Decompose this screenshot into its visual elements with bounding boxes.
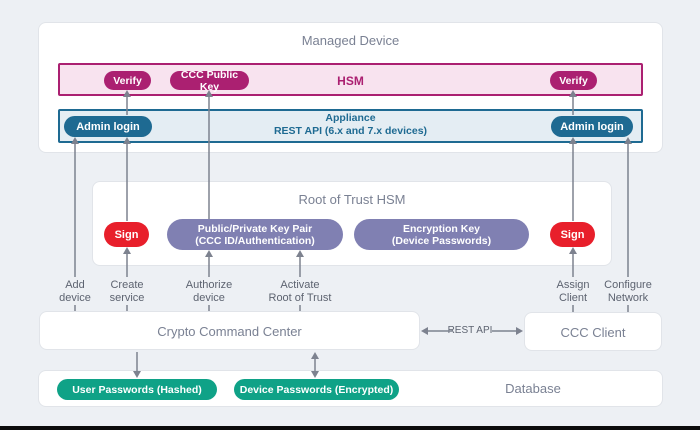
device-passwords-pill: Device Passwords (Encrypted) bbox=[234, 379, 399, 400]
verify-pill-right: Verify bbox=[550, 71, 597, 90]
hsm-strip bbox=[58, 63, 643, 96]
user-passwords-pill: User Passwords (Hashed) bbox=[57, 379, 217, 400]
rest-api-label: REST API bbox=[447, 325, 493, 336]
encryption-key-pill: Encryption Key (Device Passwords) bbox=[354, 219, 529, 250]
verify-pill-left: Verify bbox=[104, 71, 151, 90]
appliance-label: Appliance REST API (6.x and 7.x devices) bbox=[58, 112, 643, 138]
crypto-command-center-label: Crypto Command Center bbox=[157, 324, 302, 339]
admin-login-pill-right: Admin login bbox=[551, 116, 633, 137]
keypair-line1: Public/Private Key Pair bbox=[197, 222, 313, 235]
encryption-key-line1: Encryption Key bbox=[402, 222, 481, 235]
appliance-label-line2: REST API (6.x and 7.x devices) bbox=[273, 125, 428, 137]
managed-device-title: Managed Device bbox=[301, 33, 400, 48]
keypair-line2: (CCC ID/Authentication) bbox=[195, 234, 315, 247]
appliance-strip bbox=[58, 109, 643, 143]
hsm-label: HSM bbox=[337, 74, 364, 88]
crypto-command-center-box bbox=[39, 311, 420, 350]
sign-pill-left: Sign bbox=[104, 222, 149, 247]
ccc-public-key-pill: CCC Public Key bbox=[170, 69, 249, 93]
encryption-key-line2: (Device Passwords) bbox=[391, 234, 492, 247]
ccc-client-box bbox=[524, 312, 662, 351]
public-private-key-pair-pill: Public/Private Key Pair (CCC ID/Authenti… bbox=[167, 219, 343, 250]
ccc-client-label: CCC Client bbox=[560, 325, 626, 340]
bottom-border-bar bbox=[0, 426, 700, 430]
database-label: Database bbox=[505, 381, 561, 396]
sign-pill-right: Sign bbox=[550, 222, 595, 247]
admin-login-pill-left: Admin login bbox=[64, 116, 152, 137]
appliance-label-line1: Appliance bbox=[325, 112, 376, 124]
root-of-trust-title: Root of Trust HSM bbox=[298, 192, 406, 207]
